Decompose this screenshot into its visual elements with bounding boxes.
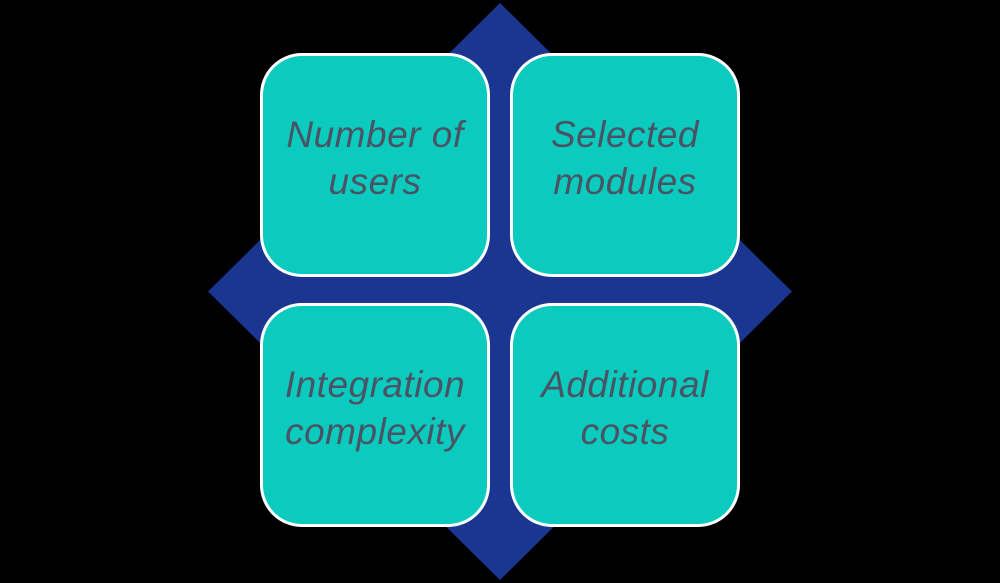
box-label-additional-costs: Additional costs (541, 364, 709, 452)
box-number-of-users: Number of users (260, 53, 490, 277)
box-additional-costs: Additional costs (510, 303, 740, 527)
box-integration-complexity: Integration complexity (260, 303, 490, 527)
box-selected-modules: Selected modules (510, 53, 740, 277)
box-label-selected-modules: Selected modules (551, 114, 699, 202)
box-label-number-of-users: Number of users (286, 114, 464, 202)
box-label-integration-complexity: Integration complexity (284, 364, 466, 452)
